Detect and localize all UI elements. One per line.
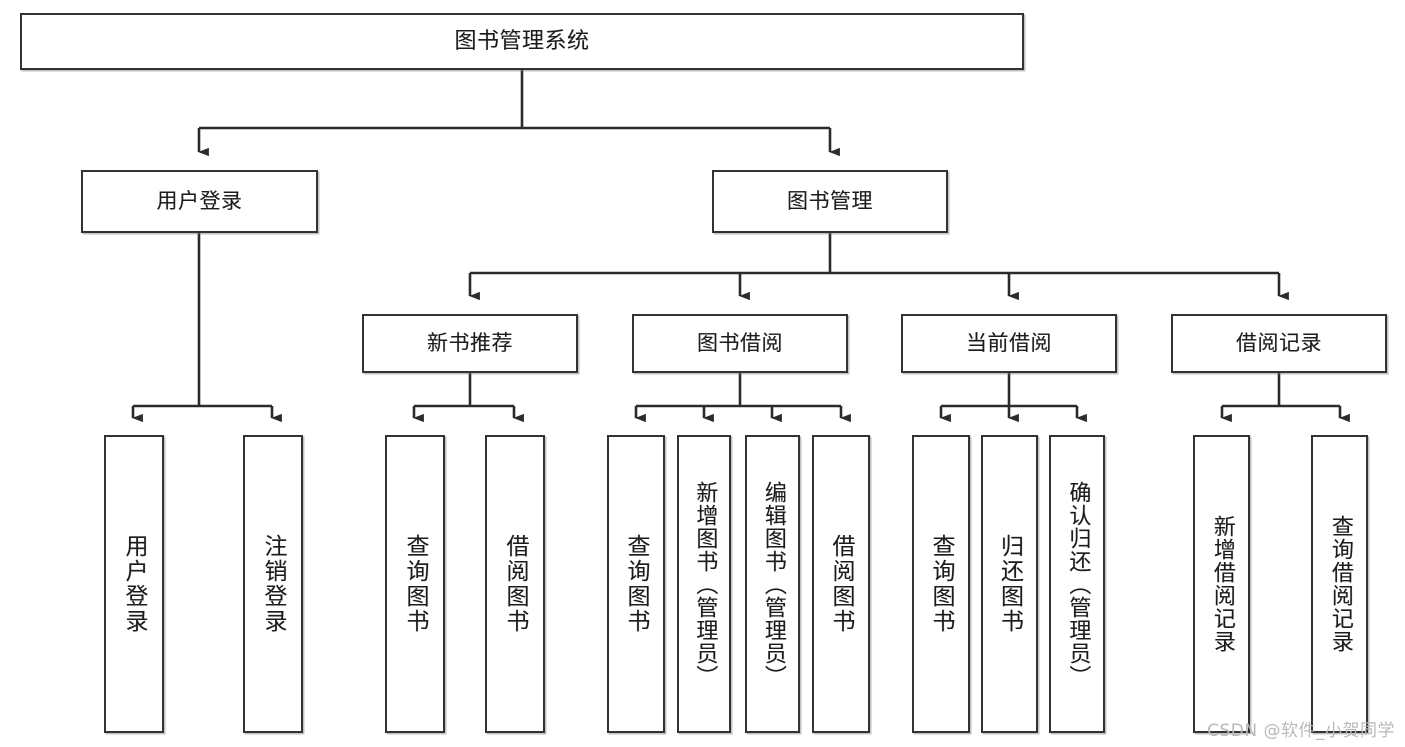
node-current-borrow-label: 当前借阅 <box>966 331 1052 356</box>
node-user-login-label: 用户登录 <box>156 189 243 214</box>
leaf-new-book-borrow[interactable]: 借阅图书 <box>485 435 545 733</box>
leaf-book-borrow-lend[interactable]: 借阅图书 <box>812 435 870 733</box>
node-user-login[interactable]: 用户登录 <box>81 170 318 233</box>
node-root-label: 图书管理系统 <box>454 28 590 54</box>
node-borrow-record[interactable]: 借阅记录 <box>1171 314 1387 373</box>
leaf-book-borrow-edit[interactable]: 编辑图书（管理员） <box>745 435 800 733</box>
leaf-label: 用户登录 <box>121 534 148 634</box>
leaf-label: 确认归还（管理员） <box>1065 480 1091 688</box>
leaf-label: 编辑图书（管理员） <box>760 480 786 688</box>
leaf-label: 查询图书 <box>623 534 650 634</box>
leaf-label: 归还图书 <box>996 534 1023 634</box>
leaf-user-login-signin[interactable]: 用户登录 <box>104 435 164 733</box>
leaf-label: 查询图书 <box>928 534 955 634</box>
node-new-book-recommend[interactable]: 新书推荐 <box>362 314 578 373</box>
leaf-label: 查询借阅记录 <box>1327 515 1353 653</box>
leaf-label: 新增借阅记录 <box>1209 515 1235 653</box>
node-book-borrow[interactable]: 图书借阅 <box>632 314 848 373</box>
leaf-current-borrow-return[interactable]: 归还图书 <box>981 435 1038 733</box>
node-book-management[interactable]: 图书管理 <box>712 170 948 233</box>
leaf-label: 注销登录 <box>260 534 287 634</box>
csdn-watermark: CSDN @软件_小贺同学 <box>1207 721 1395 741</box>
leaf-borrow-record-add[interactable]: 新增借阅记录 <box>1193 435 1250 733</box>
leaf-borrow-record-query[interactable]: 查询借阅记录 <box>1311 435 1368 733</box>
node-root[interactable]: 图书管理系统 <box>20 13 1024 70</box>
leaf-label: 新增图书（管理员） <box>692 480 718 688</box>
leaf-book-borrow-query[interactable]: 查询图书 <box>607 435 665 733</box>
node-book-borrow-label: 图书借阅 <box>697 331 783 356</box>
node-book-management-label: 图书管理 <box>787 189 873 214</box>
leaf-label: 借阅图书 <box>828 534 855 634</box>
leaf-current-borrow-query[interactable]: 查询图书 <box>912 435 970 733</box>
leaf-label: 查询图书 <box>402 534 429 634</box>
leaf-book-borrow-add[interactable]: 新增图书（管理员） <box>677 435 731 733</box>
node-new-book-recommend-label: 新书推荐 <box>427 331 513 356</box>
node-borrow-record-label: 借阅记录 <box>1236 331 1322 356</box>
leaf-current-borrow-confirm[interactable]: 确认归还（管理员） <box>1049 435 1105 733</box>
leaf-label: 借阅图书 <box>502 534 529 634</box>
leaf-new-book-query[interactable]: 查询图书 <box>385 435 445 733</box>
node-current-borrow[interactable]: 当前借阅 <box>901 314 1117 373</box>
leaf-user-login-signout[interactable]: 注销登录 <box>243 435 303 733</box>
